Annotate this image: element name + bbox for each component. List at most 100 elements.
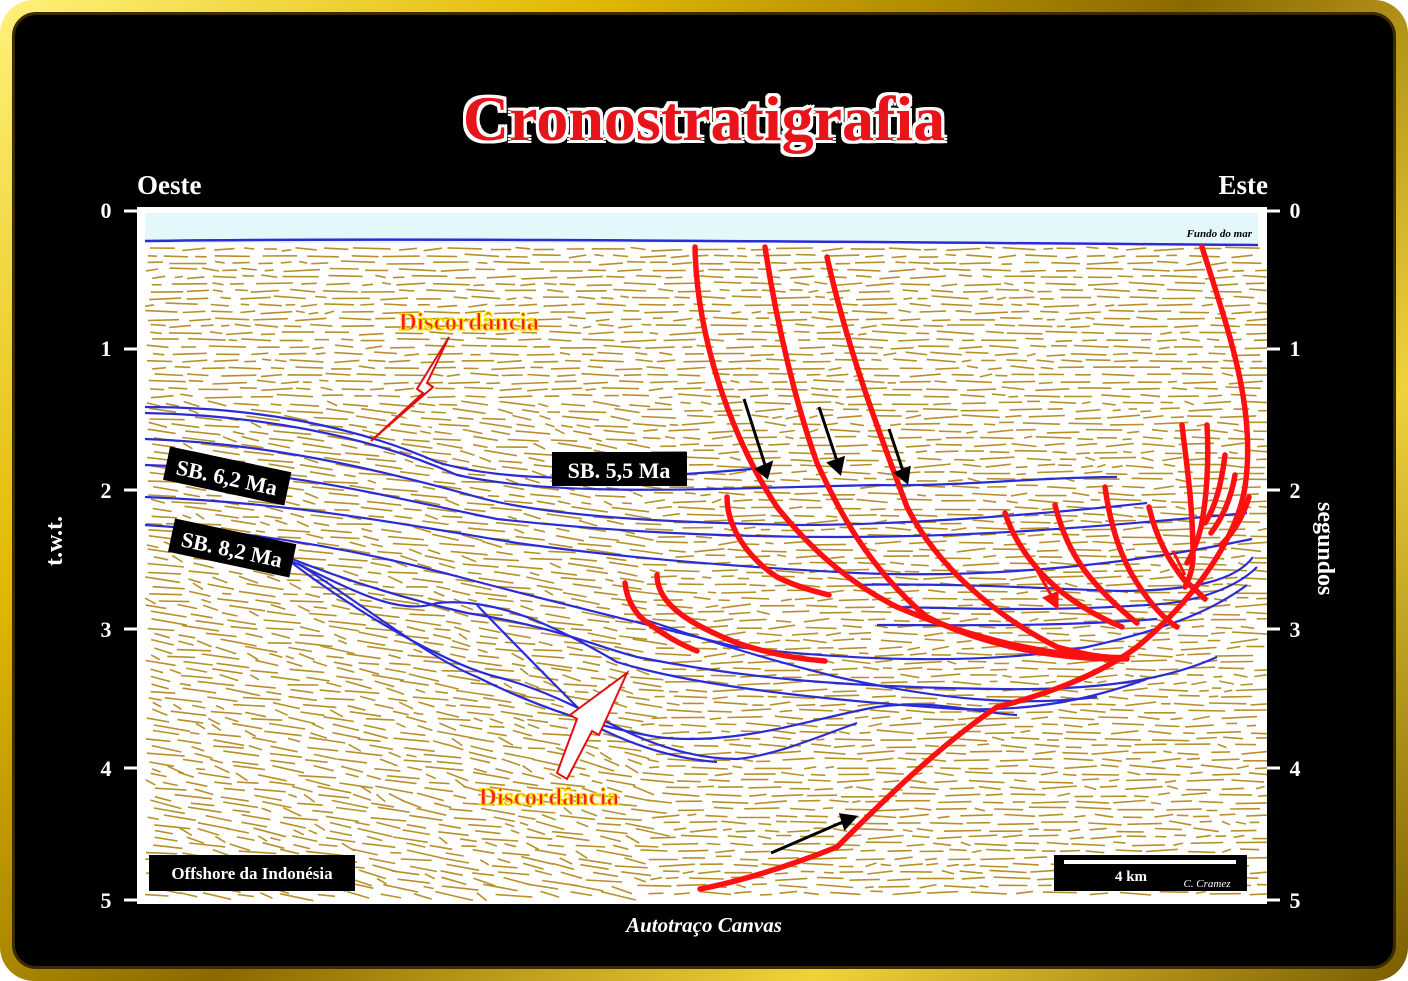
reflector-dash bbox=[909, 652, 927, 656]
reflector-dash bbox=[260, 310, 293, 315]
reflector-dash bbox=[298, 774, 337, 779]
reflector-dash bbox=[276, 393, 314, 398]
reflector-dash bbox=[1046, 354, 1066, 357]
reflector-dash bbox=[729, 261, 761, 264]
reflector-dash bbox=[550, 667, 572, 672]
reflector-dash bbox=[283, 593, 298, 596]
reflector-dash bbox=[1134, 694, 1169, 698]
reflector-dash bbox=[897, 666, 923, 671]
reflector-dash bbox=[223, 787, 246, 792]
reflector-dash bbox=[1185, 724, 1214, 728]
reflector-dash bbox=[1040, 366, 1054, 370]
reflector-dash bbox=[215, 317, 250, 321]
reflector-dash bbox=[464, 508, 486, 513]
reflector-dash bbox=[773, 680, 803, 685]
reflector-dash bbox=[429, 331, 454, 335]
reflector-dash bbox=[336, 666, 355, 673]
reflector-dash bbox=[318, 429, 354, 436]
reflector-dash bbox=[1036, 359, 1054, 363]
reflector-dash bbox=[933, 688, 956, 691]
reflector-dash bbox=[685, 456, 720, 460]
reflector-dash bbox=[741, 708, 772, 712]
reflector-dash bbox=[614, 645, 644, 653]
reflector-dash bbox=[151, 744, 182, 753]
reflector-dash bbox=[286, 660, 303, 667]
reflector-dash bbox=[790, 275, 815, 279]
reflector-dash bbox=[504, 500, 533, 505]
reflector-dash bbox=[334, 508, 350, 512]
reflector-dash bbox=[212, 282, 224, 286]
reflector-dash bbox=[1097, 612, 1113, 615]
reflector-dash bbox=[1101, 373, 1135, 377]
reflector-dash bbox=[403, 507, 422, 512]
reflector-dash bbox=[529, 557, 563, 561]
reflector-dash bbox=[819, 611, 852, 614]
reflector-dash bbox=[900, 673, 920, 679]
reflector-dash bbox=[1084, 688, 1115, 691]
reflector-dash bbox=[1245, 282, 1265, 285]
reflector-dash bbox=[416, 807, 447, 816]
reflector-dash bbox=[437, 730, 475, 740]
reflector-dash bbox=[678, 849, 709, 852]
reflector-dash bbox=[651, 814, 680, 819]
reflector-dash bbox=[596, 829, 628, 835]
reflector-dash bbox=[412, 577, 444, 584]
reflector-dash bbox=[914, 807, 932, 811]
reflector-dash bbox=[221, 611, 238, 617]
reflector-dash bbox=[308, 736, 346, 744]
reflector-dash bbox=[403, 759, 432, 763]
reflector-dash bbox=[195, 512, 205, 520]
reflector-dash bbox=[291, 785, 313, 793]
reflector-dash bbox=[559, 857, 573, 865]
reflector-dash bbox=[508, 624, 543, 631]
reflector-dash bbox=[1182, 381, 1217, 385]
reflector-dash bbox=[808, 289, 819, 294]
reflector-dash bbox=[384, 667, 407, 674]
reflector-dash bbox=[908, 261, 930, 265]
reflector-dash bbox=[751, 883, 767, 886]
reflector-dash bbox=[528, 674, 559, 681]
reflector-dash bbox=[1167, 317, 1205, 320]
reflector-dash bbox=[382, 585, 395, 589]
reflector-dash bbox=[1010, 365, 1035, 370]
reflector-dash bbox=[533, 528, 545, 533]
reflector-dash bbox=[317, 785, 352, 794]
reflector-dash bbox=[326, 400, 338, 407]
reflector-dash bbox=[890, 423, 901, 427]
reflector-dash bbox=[952, 680, 982, 686]
reflector-dash bbox=[596, 606, 611, 610]
reflector-dash bbox=[979, 885, 989, 888]
reflector-dash bbox=[666, 590, 698, 594]
reflector-dash bbox=[563, 806, 573, 815]
reflector-dash bbox=[343, 473, 356, 478]
reflector-dash bbox=[536, 662, 573, 669]
reflector-dash bbox=[313, 764, 334, 772]
reflector-dash bbox=[700, 401, 712, 406]
reflector-dash bbox=[453, 817, 487, 821]
reflector-dash bbox=[1086, 261, 1119, 265]
reflector-dash bbox=[509, 323, 522, 328]
reflector-dash bbox=[446, 373, 461, 378]
reflector-dash bbox=[980, 857, 1015, 861]
reflector-dash bbox=[1171, 387, 1188, 391]
reflector-dash bbox=[214, 835, 226, 844]
reflector-dash bbox=[1212, 613, 1240, 616]
reflector-dash bbox=[956, 547, 986, 553]
reflector-dash bbox=[705, 793, 742, 797]
reflector-dash bbox=[525, 702, 546, 710]
reflector-dash bbox=[789, 807, 816, 811]
reflector-dash bbox=[1010, 793, 1046, 796]
reflector-dash bbox=[782, 696, 816, 700]
reflector-dash bbox=[832, 690, 857, 693]
reflector-dash bbox=[260, 274, 278, 278]
reflector-dash bbox=[856, 786, 873, 791]
reflector-dash bbox=[626, 695, 650, 701]
reflector-dash bbox=[963, 290, 988, 293]
reflector-dash bbox=[262, 800, 292, 809]
reflector-dash bbox=[461, 534, 483, 542]
reflector-dash bbox=[147, 548, 171, 554]
right-tick-2: 2 bbox=[1289, 478, 1301, 503]
reflector-dash bbox=[187, 373, 209, 377]
reflector-dash bbox=[1199, 820, 1212, 823]
arrow-down bbox=[1171, 550, 1187, 576]
